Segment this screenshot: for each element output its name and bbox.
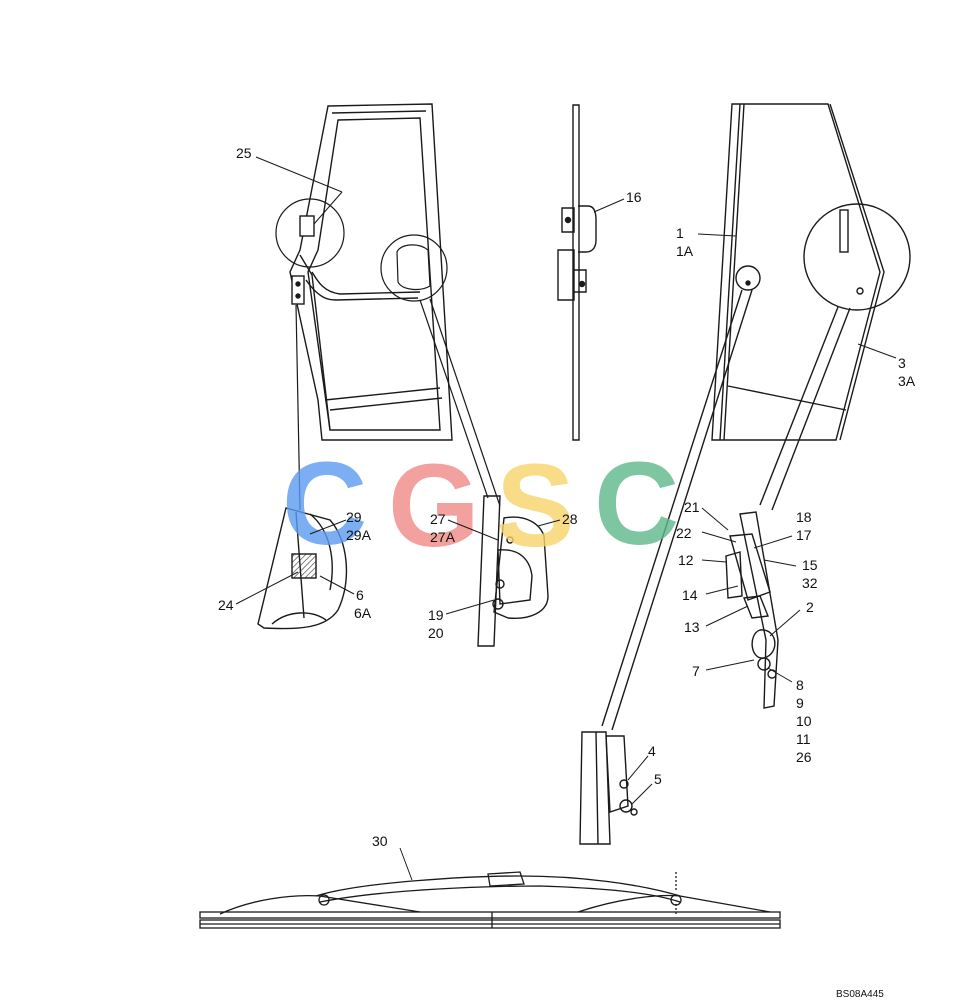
callout-27a: 27A	[430, 529, 456, 545]
callout-28: 28	[562, 511, 578, 527]
callout-1: 1	[676, 225, 684, 241]
callout-16: 16	[626, 189, 642, 205]
callout-20: 20	[428, 625, 444, 641]
callout-25: 25	[236, 145, 252, 161]
latch-detail	[579, 731, 638, 845]
callout-26: 26	[796, 749, 812, 765]
detail-circle-latch	[275, 198, 501, 511]
callout-3a: 3A	[898, 373, 916, 389]
callout-22: 22	[676, 525, 692, 541]
callout-5: 5	[654, 771, 662, 787]
watermark-letter-c1: C	[282, 438, 367, 570]
callout-1a: 1A	[676, 243, 694, 259]
callout-15: 15	[802, 557, 818, 573]
callout-6: 6	[356, 587, 364, 603]
watermark-letter-s: S	[496, 440, 575, 572]
watermark-letter-g: G	[388, 440, 480, 572]
handle-detail	[257, 507, 348, 630]
callout-30: 30	[372, 833, 388, 849]
lock-detail	[477, 495, 549, 647]
wiper-assembly	[199, 871, 781, 929]
callout-labels: 25 16 1 1A 3 3A 29 29A 6 6A 24 27 27A 28…	[218, 145, 916, 1000]
callout-18: 18	[796, 509, 812, 525]
callout-17: 17	[796, 527, 812, 543]
callout-10: 10	[796, 713, 812, 729]
callout-29: 29	[346, 509, 362, 525]
callout-13: 13	[684, 619, 700, 635]
callout-21: 21	[684, 499, 700, 515]
door-frame	[289, 103, 453, 441]
callout-24: 24	[218, 597, 234, 613]
callout-11: 11	[796, 731, 811, 747]
callout-4: 4	[648, 743, 656, 759]
callout-8: 8	[796, 677, 804, 693]
callout-7: 7	[692, 663, 700, 679]
callout-3: 3	[898, 355, 906, 371]
glass-edge-strip	[557, 104, 597, 441]
leader-lines	[235, 156, 897, 881]
glass-panel	[601, 103, 911, 731]
callout-2: 2	[806, 599, 814, 615]
callout-12: 12	[678, 552, 694, 568]
watermark-letter-c2: C	[594, 438, 679, 570]
callout-6a: 6A	[354, 605, 372, 621]
watermark: C G S C	[282, 438, 679, 572]
callout-32: 32	[802, 575, 818, 591]
callout-27: 27	[430, 511, 446, 527]
callout-9: 9	[796, 695, 804, 711]
drawing-reference: BS08A445	[836, 989, 884, 1000]
callout-29a: 29A	[346, 527, 372, 543]
callout-19: 19	[428, 607, 444, 623]
callout-14: 14	[682, 587, 698, 603]
